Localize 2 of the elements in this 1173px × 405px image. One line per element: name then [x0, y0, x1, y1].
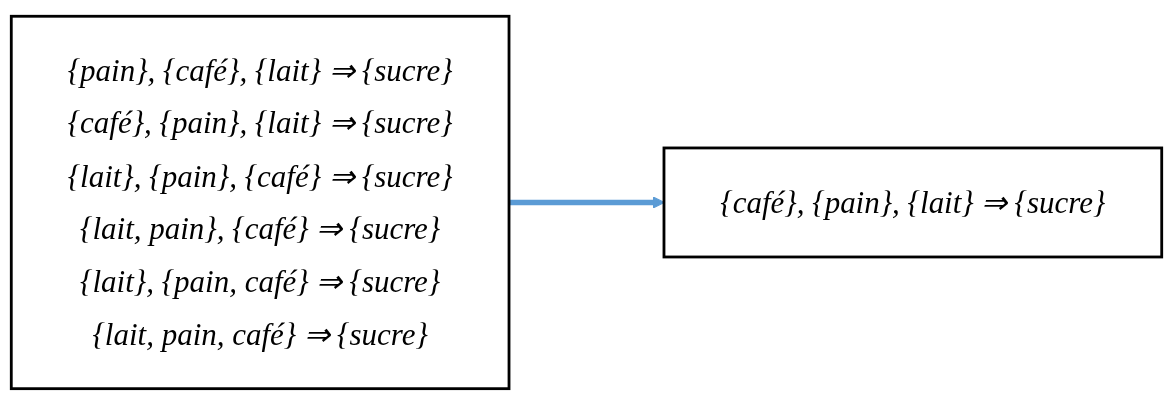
node-box: {pain}, {café}, {lait} ⇒ {sucre} {café}, {pain}, {lait} ⇒ {sucre} {lait}, {pain}, {café} ⇒ {sucre} {lait, pain}, {café} ⇒ {sucre} {lait}, {pain, café} ⇒ {sucre} {lait, pain, café} ⇒ {sucre}	[9, 14, 511, 391]
node-box: {café}, {pain}, {lait} ⇒ {sucre}	[662, 146, 1164, 259]
